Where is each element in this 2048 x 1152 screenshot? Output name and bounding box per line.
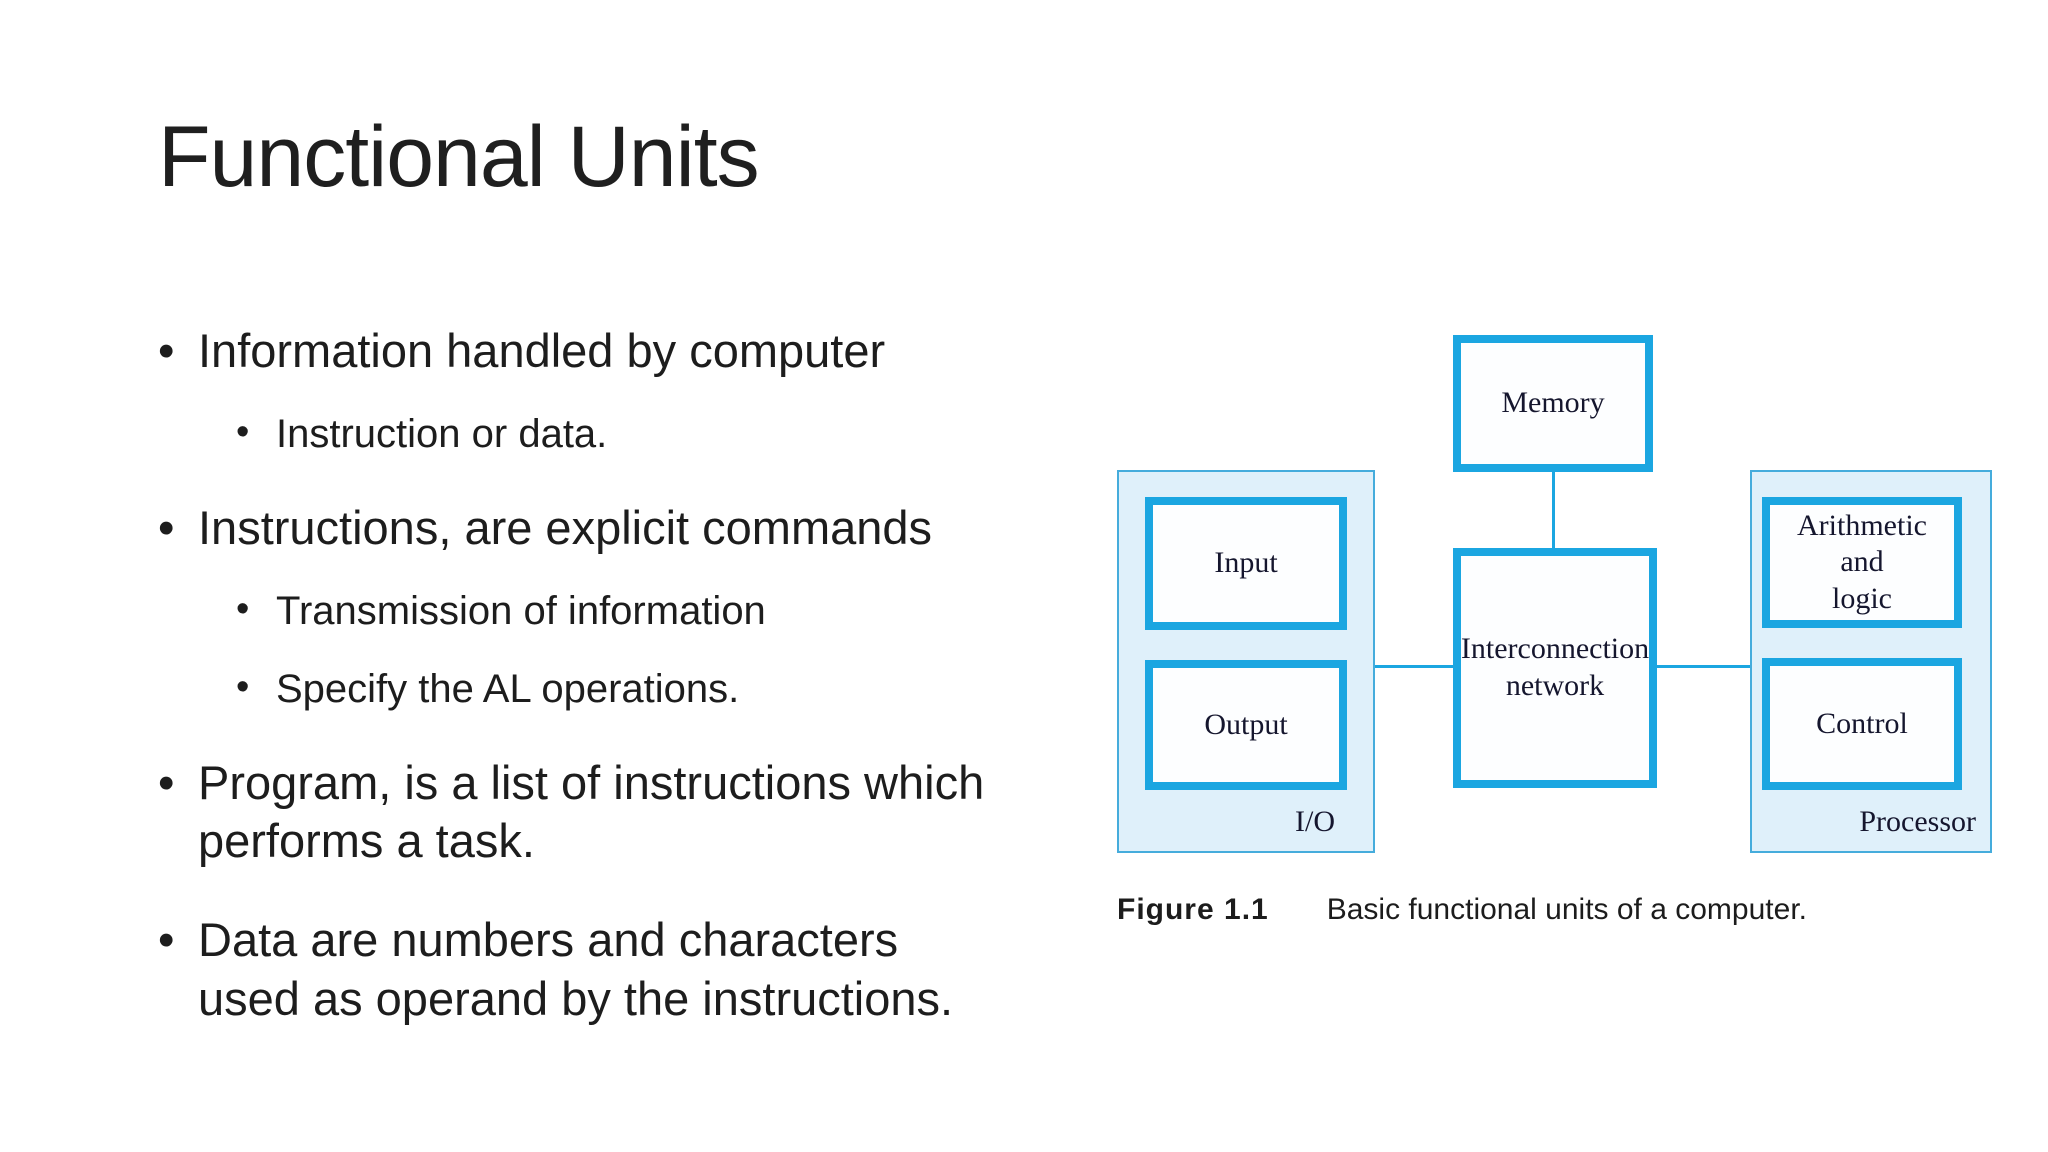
bullet-list: Information handled by computer Instruct… bbox=[158, 322, 1098, 1029]
connector-io-to-network bbox=[1375, 665, 1453, 668]
page-title: Functional Units bbox=[158, 109, 760, 205]
arithmetic-logic-label: Arithmetic and logic bbox=[1797, 508, 1927, 615]
bullet-item-sub: Transmission of information bbox=[158, 586, 1098, 636]
processor-group: Arithmetic and logic Control Processor bbox=[1750, 470, 1992, 853]
memory-label: Memory bbox=[1501, 386, 1605, 420]
bullet-item: Program, is a list of instructions which… bbox=[158, 754, 1098, 872]
figure-caption-text: Basic functional units of a computer. bbox=[1326, 893, 1807, 926]
bullet-item-sub: Specify the AL operations. bbox=[158, 664, 1098, 714]
connector-network-to-processor bbox=[1657, 665, 1750, 668]
figure-caption: Figure 1.1 Basic functional units of a co… bbox=[1117, 893, 1807, 927]
bullet-item: Data are numbers and characters used as … bbox=[158, 911, 1098, 1029]
input-label: Input bbox=[1214, 546, 1278, 580]
input-box: Input bbox=[1145, 497, 1347, 630]
control-box: Control bbox=[1762, 658, 1962, 790]
interconnection-network-label: Interconnection network bbox=[1460, 632, 1650, 702]
processor-group-label: Processor bbox=[1859, 805, 1976, 838]
io-group-label: I/O bbox=[1295, 805, 1335, 838]
arithmetic-logic-box: Arithmetic and logic bbox=[1762, 497, 1962, 628]
output-label: Output bbox=[1204, 707, 1288, 741]
bullet-item: Instructions, are explicit commands bbox=[158, 499, 1098, 558]
figure-diagram: Memory Interconnection network Input Out… bbox=[1117, 335, 1997, 995]
interconnection-network-box: Interconnection network bbox=[1453, 548, 1657, 788]
control-label: Control bbox=[1816, 706, 1908, 740]
bullet-item: Information handled by computer bbox=[158, 322, 1098, 381]
io-group: Input Output I/O bbox=[1117, 470, 1375, 853]
memory-box: Memory bbox=[1453, 335, 1653, 472]
figure-caption-number: Figure 1.1 bbox=[1117, 893, 1269, 926]
connector-memory-to-network bbox=[1552, 472, 1555, 548]
output-box: Output bbox=[1145, 660, 1347, 790]
bullet-item-sub: Instruction or data. bbox=[158, 409, 1098, 459]
